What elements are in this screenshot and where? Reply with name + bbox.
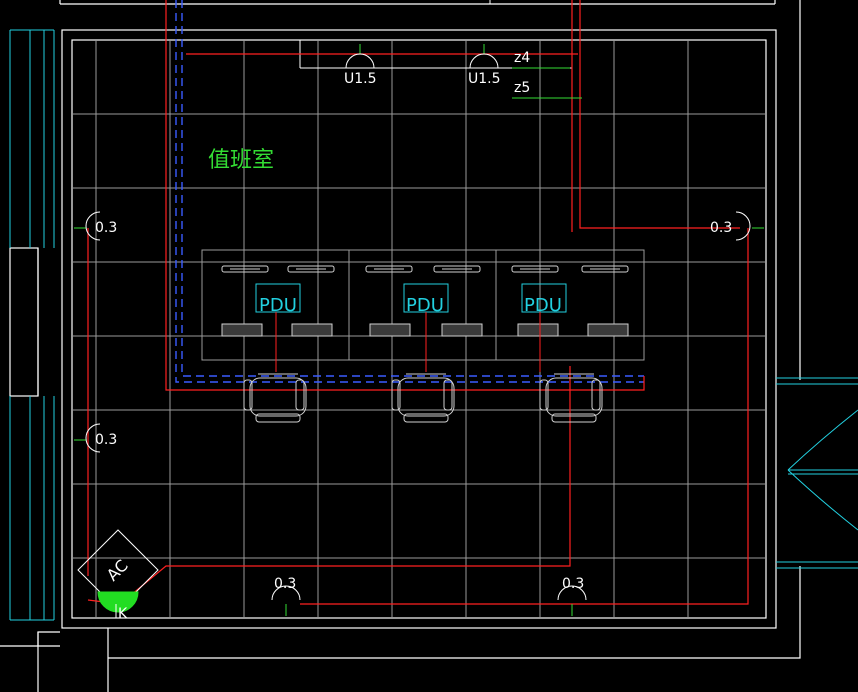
left-window [9, 29, 55, 621]
outlet-floor-right: 0.3 [557, 576, 587, 616]
z4-label: z4 [514, 50, 530, 66]
pdu-1: PDU [255, 283, 301, 372]
monitors [221, 265, 629, 273]
outlet-wall-right-label: 0.3 [710, 220, 732, 236]
z5-label: z5 [514, 80, 530, 96]
outlet-u-left: U1.5 [344, 44, 377, 87]
pdu-label-3: PDU [524, 295, 562, 316]
chair-1 [243, 373, 307, 423]
outlet-floor-right-label: 0.3 [562, 576, 584, 592]
outlet-wall-left-top-label: 0.3 [95, 220, 117, 236]
chair-2 [391, 373, 455, 423]
outlet-wall-right: 0.3 [710, 211, 764, 241]
outlet-wall-left-bottom: 0.3 [74, 423, 117, 453]
circuit-z5: z5 [512, 80, 582, 99]
outlet-floor-left: 0.3 [271, 576, 301, 616]
chairs [243, 373, 603, 423]
pdu-units: PDU PDU PDU [255, 283, 567, 372]
outlet-wall-left-top: 0.3 [74, 211, 117, 241]
outlet-u-right: U1.5 [468, 44, 501, 87]
room-name: 值班室 [208, 148, 274, 173]
outlet-wall-left-bottom-label: 0.3 [95, 432, 117, 448]
pdu-label-1: PDU [259, 295, 297, 316]
ac-suffix: K [118, 606, 128, 622]
pdu-2: PDU [403, 283, 449, 372]
ac-label: AC [103, 556, 132, 585]
pdu-3: PDU [521, 283, 567, 372]
ac-unit: AC K [77, 529, 159, 622]
outlet-u-left-label: U1.5 [344, 71, 377, 87]
keyboards [221, 323, 629, 337]
top-partition [299, 0, 572, 69]
outlet-floor-left-label: 0.3 [274, 576, 296, 592]
chair-3 [539, 373, 603, 423]
desk-cluster [201, 249, 645, 361]
pdu-label-2: PDU [406, 295, 444, 316]
circuit-z4: z4 [512, 50, 570, 69]
red-wiring [87, 0, 749, 605]
outlet-u-right-label: U1.5 [468, 71, 501, 87]
cable-tray [175, 0, 644, 383]
building-walls [0, 0, 801, 692]
right-door [776, 377, 858, 569]
